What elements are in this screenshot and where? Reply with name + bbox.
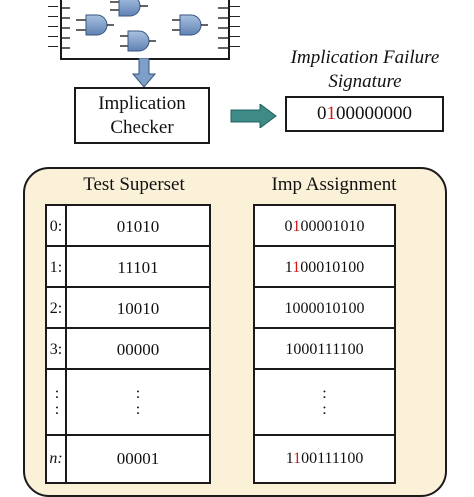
- assignment-vector: 0100001010: [255, 206, 394, 245]
- assignment-suffix: 000010100: [292, 300, 365, 317]
- logic-gates-diagram: [62, 0, 228, 52]
- assignment-vector: 1000010100: [255, 288, 394, 327]
- row-index-ellipsis: : :: [47, 370, 67, 434]
- assignment-prefix: 1: [285, 450, 294, 467]
- test-vector: 11101: [117, 258, 159, 277]
- signature-value-suffix: 00000000: [336, 103, 412, 124]
- assignment-suffix: 00010100: [300, 259, 365, 276]
- assignment-prefix: 1: [284, 259, 293, 276]
- assignment-prefix: 1: [285, 341, 294, 358]
- table-row: n: 00001: [47, 436, 209, 482]
- assignment-highlight: 1: [293, 450, 302, 467]
- row-index: n:: [47, 436, 67, 482]
- ellipsis-dot: :: [135, 385, 141, 402]
- assignment-highlight: 1: [292, 259, 301, 276]
- row-index: 3:: [47, 329, 67, 368]
- and-gate-icon: [76, 14, 114, 36]
- signature-title: Implication Failure Signature: [270, 46, 460, 94]
- table-row-ellipsis: : : : :: [47, 370, 209, 436]
- table-row: 1000010100: [255, 288, 394, 329]
- checker-label-line2: Checker: [110, 117, 174, 138]
- imp-assignment-table: 0100001010 1100010100 1000010100 1000111…: [253, 204, 396, 484]
- test-vector: 01010: [116, 217, 160, 236]
- ellipsis-dot: :: [54, 401, 60, 418]
- assignment-vector: 1100111100: [255, 436, 394, 482]
- implication-checker-box: Implication Checker: [74, 87, 210, 144]
- signature-title-line2: Signature: [328, 71, 402, 92]
- test-vector: 10010: [116, 299, 160, 318]
- assignment-suffix: 00111100: [301, 450, 364, 467]
- test-vector: 00000: [116, 340, 160, 359]
- checker-label-line1: Implication: [98, 93, 186, 114]
- test-superset-header: Test Superset: [83, 174, 185, 195]
- assignment-highlight: 1: [292, 218, 301, 235]
- and-gate-icon: [172, 14, 208, 36]
- signature-title-line1: Implication Failure: [290, 47, 440, 68]
- assignment-suffix: 00001010: [300, 218, 365, 235]
- table-row: 3: 00000: [47, 329, 209, 370]
- table-row-ellipsis: : :: [255, 370, 394, 436]
- table-row: 1100010100: [255, 247, 394, 288]
- table-row: 0: 01010: [47, 206, 209, 247]
- ellipsis-dot: :: [54, 385, 60, 402]
- assignment-vector: 1100010100: [255, 247, 394, 286]
- row-index: 0:: [47, 206, 67, 245]
- table-row: 2: 10010: [47, 288, 209, 329]
- imp-assignment-header: Imp Assignment: [271, 174, 397, 195]
- and-gate-icon: [120, 30, 156, 52]
- right-arrow-icon: [230, 104, 277, 128]
- assignment-suffix: 000111100: [293, 341, 364, 358]
- value-ellipsis: : :: [255, 370, 394, 434]
- and-gate-icon: [110, 0, 148, 17]
- row-index: 1:: [47, 247, 67, 286]
- table-row: 1: 11101: [47, 247, 209, 288]
- value-ellipsis: : :: [67, 370, 209, 434]
- assignment-prefix: 0: [284, 218, 293, 235]
- table-row: 1100111100: [255, 436, 394, 482]
- ellipsis-dot: :: [322, 401, 327, 418]
- signature-value-prefix: 0: [317, 103, 327, 124]
- row-index: 2:: [47, 288, 67, 327]
- assignment-vector: 1000111100: [255, 329, 394, 368]
- signature-value-highlight: 1: [326, 103, 337, 124]
- circuit-block: [60, 0, 230, 60]
- ellipsis-dot: :: [322, 385, 327, 402]
- ellipsis-dot: :: [135, 401, 141, 418]
- test-superset-table: 0: 01010 1: 11101 2: 10010 3: 00000 : : …: [45, 204, 211, 484]
- test-vector: 00001: [116, 449, 160, 468]
- assignment-prefix: 1: [284, 300, 293, 317]
- down-arrow-icon: [132, 58, 156, 88]
- table-row: 1000111100: [255, 329, 394, 370]
- table-row: 0100001010: [255, 206, 394, 247]
- signature-value-box: 0100000000: [285, 96, 444, 132]
